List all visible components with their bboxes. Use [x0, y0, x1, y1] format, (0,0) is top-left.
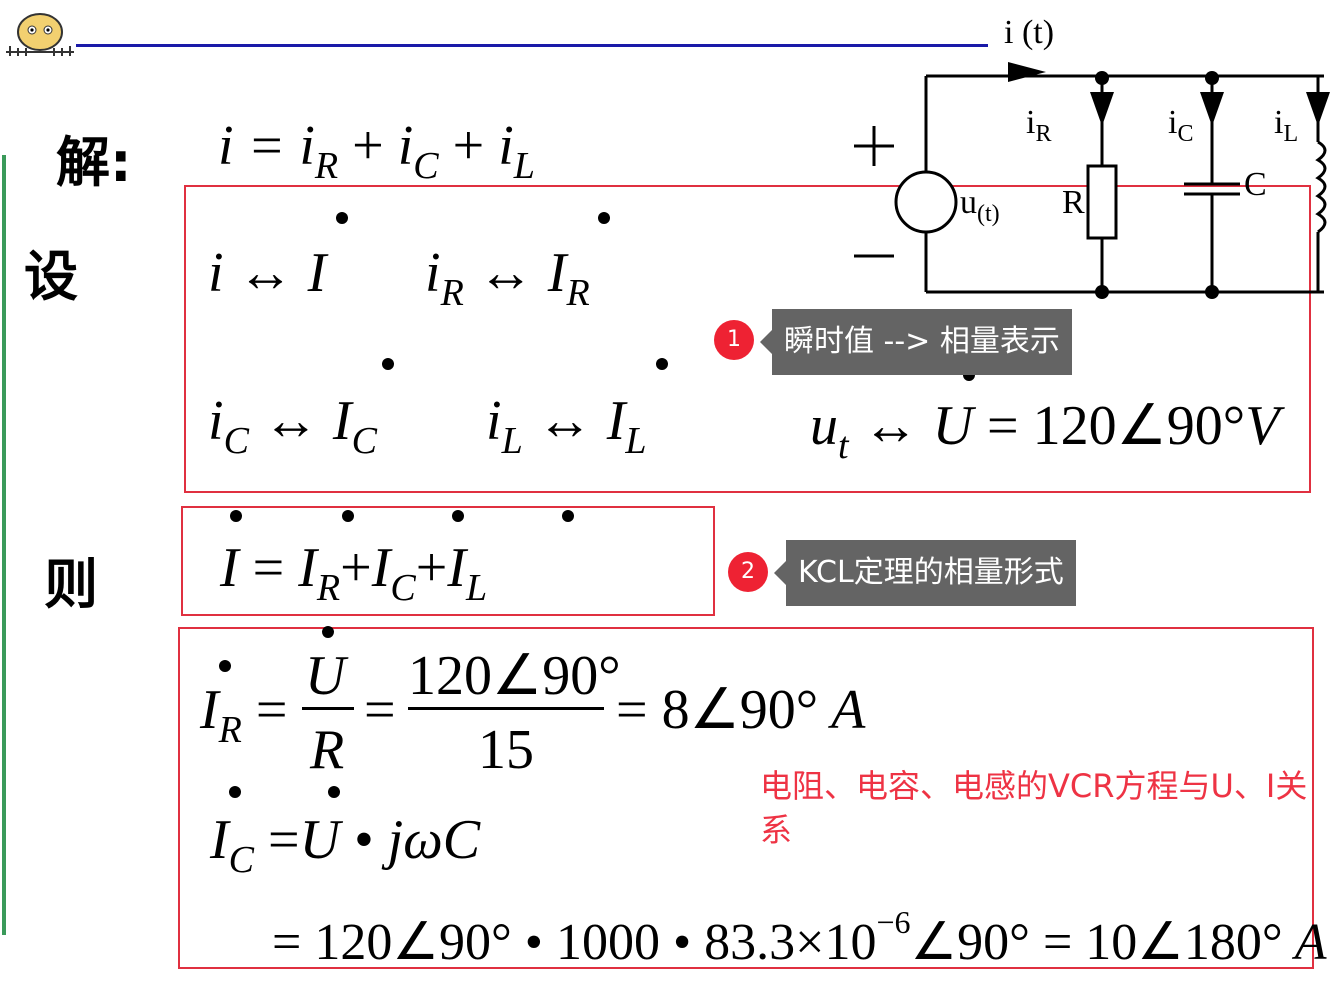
vcr-note: 电阻、电容、电感的VCR方程与U、I关系: [760, 767, 1308, 849]
phasor-dot: [562, 510, 574, 522]
phasor-il: iL ↔ IL: [486, 390, 647, 462]
final-exponent: −6: [876, 904, 911, 940]
circuit-source-label: u(t): [960, 184, 1000, 228]
phasor-ut: ut ↔ U = 120∠90°V: [810, 395, 1280, 467]
phasor-i-right: I: [307, 242, 327, 304]
callout-phasor: 瞬时值 --> 相量表示: [760, 309, 1072, 375]
ir-sub: R: [1035, 121, 1052, 147]
circuit-current-label: i (t): [1004, 14, 1055, 51]
phasor-dot: [342, 510, 354, 522]
fraction-bar: [408, 707, 604, 710]
eq-sum-lhs: i = i: [218, 115, 315, 177]
phasor-dot: [452, 510, 464, 522]
circuit-ir-label: iR: [1026, 104, 1051, 148]
ir-result: = 8∠90° A: [616, 679, 866, 741]
ir-result-value: = 8∠90°: [616, 679, 819, 741]
callout-badge-2: 2: [728, 552, 768, 592]
header-line: [76, 44, 988, 47]
ir-i: i: [1026, 104, 1036, 141]
header-mascot-icon: [2, 10, 78, 60]
phasor-dot: [219, 660, 231, 672]
circuit-r-label: R: [1062, 184, 1085, 221]
ic-final-line: = 120∠90° • 1000 • 83.3×10−6∠90° = 10∠18…: [272, 904, 1327, 971]
circuit-il-label: iL: [1274, 104, 1298, 148]
source-u: u: [960, 184, 977, 221]
callout-kcl: KCL定理的相量形式: [774, 540, 1076, 606]
ir-frac-num: 120∠90°: [408, 645, 621, 707]
phasor-dot: [336, 212, 348, 224]
circuit-ic-label: iC: [1168, 104, 1193, 148]
phasor-i: i ↔ I: [208, 245, 326, 301]
fraction-bar: [302, 707, 354, 710]
label-let: 设: [24, 245, 78, 308]
source-sub: (t): [977, 201, 1000, 227]
kcl-phasor-equation: I = IR+IC+IL: [220, 537, 488, 609]
calculation-box: [178, 627, 1314, 969]
phasor-dot: [322, 626, 334, 638]
phasor-dot: [230, 510, 242, 522]
phasor-ir: iR ↔ IR: [425, 242, 590, 314]
ic-i: i: [1168, 104, 1178, 141]
label-solve: 解:: [56, 131, 132, 194]
kcl-phasor-box: [181, 506, 715, 616]
il-i: i: [1274, 104, 1284, 141]
phasor-ut-rhs: = 120∠90°: [987, 395, 1246, 457]
phasor-i-left: i ↔: [208, 242, 308, 304]
final-tail: ∠90° = 10∠180°: [910, 914, 1283, 971]
phasor-dot: [382, 358, 394, 370]
phasor-ic: iC ↔ IC: [208, 390, 377, 462]
callout-badge-1: 1: [714, 320, 754, 360]
kcl-time-equation: i = iR + iC + iL: [218, 115, 535, 187]
ir-frac-den-r: R: [310, 719, 345, 781]
circuit-diagram: [854, 62, 1330, 299]
label-then: 则: [44, 553, 98, 616]
phasor-dot: [598, 212, 610, 224]
phasor-mapping-box: [184, 185, 1311, 493]
ir-frac-num-u: U: [305, 645, 346, 707]
ic-equation: IC =U • jωC: [210, 809, 481, 881]
phasor-dot: [229, 786, 241, 798]
ir-eq2: =: [364, 679, 396, 741]
final-main: = 120∠90° • 1000 • 83.3×10: [272, 914, 877, 971]
left-accent-bar: [2, 155, 6, 935]
ir-lhs: IR =: [200, 679, 288, 751]
il-sub: L: [1283, 121, 1299, 147]
phasor-dot: [656, 358, 668, 370]
circuit-c-label: C: [1244, 166, 1267, 203]
phasor-dot: [328, 786, 340, 798]
ic-sub: C: [1177, 121, 1194, 147]
ir-frac-den: 15: [478, 719, 534, 781]
